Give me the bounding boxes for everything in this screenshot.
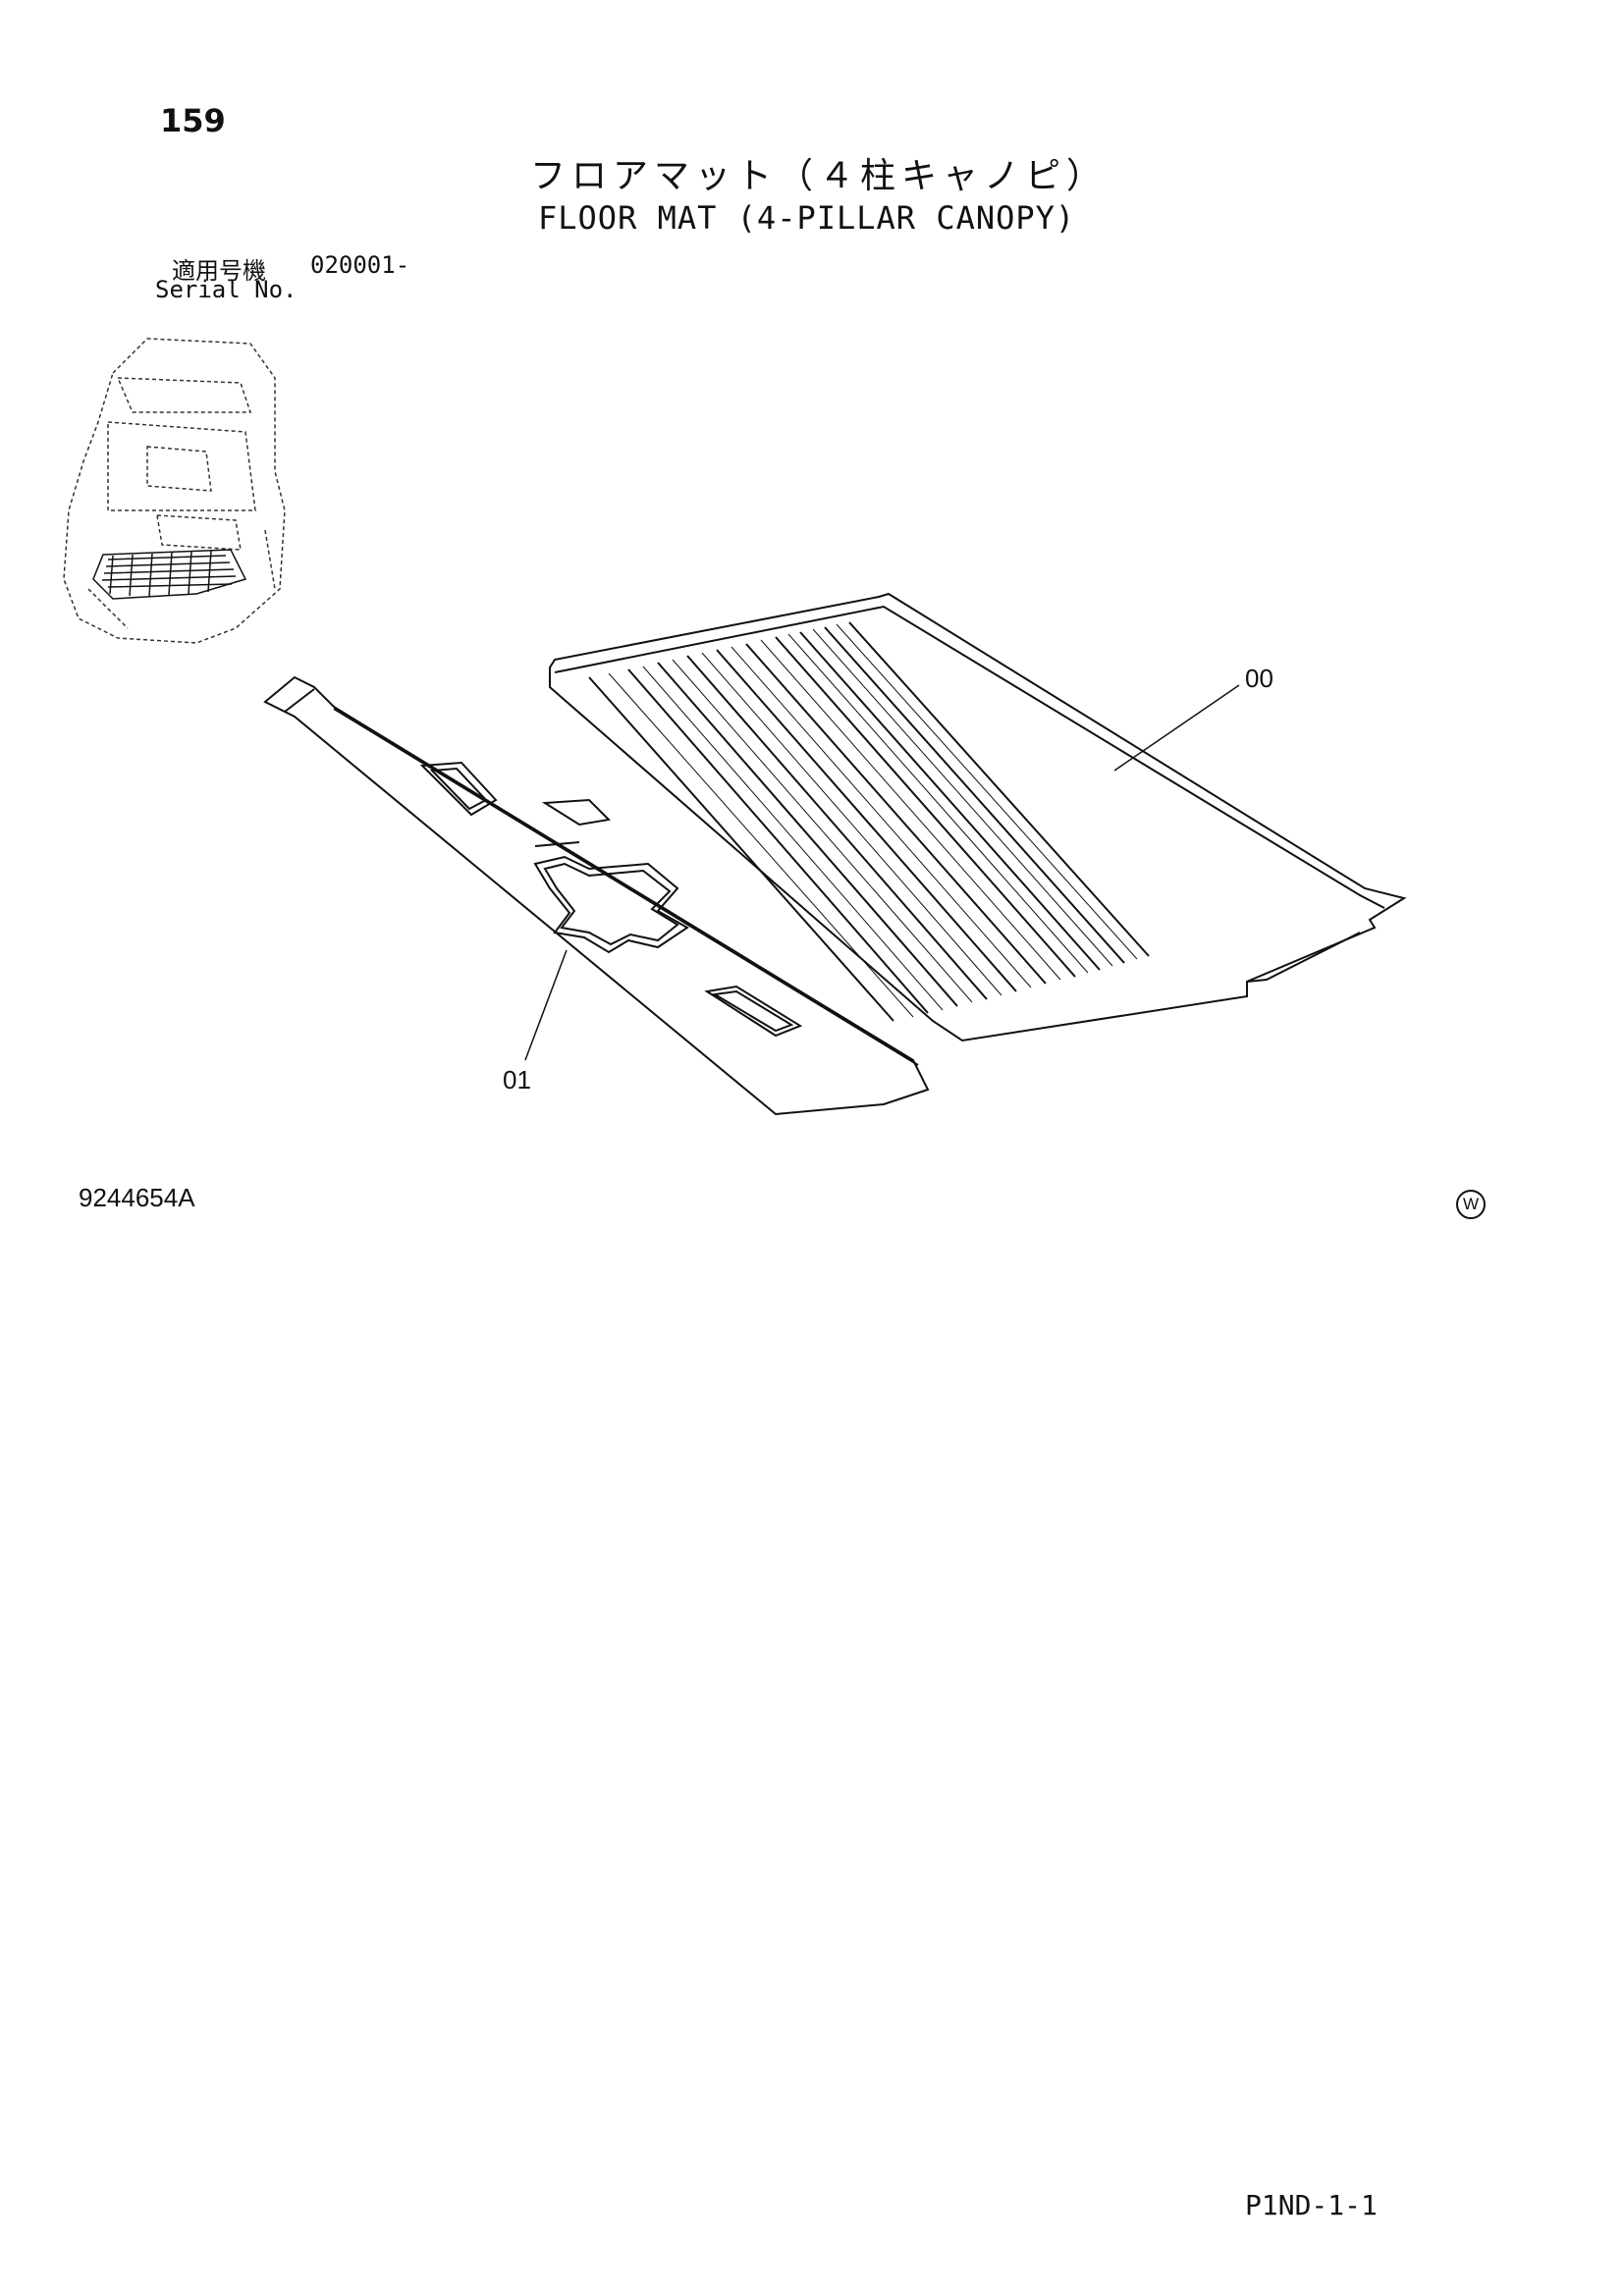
serial-label-japanese: 適用号機 <box>172 257 266 285</box>
serial-label-english: Serial No. <box>155 276 298 303</box>
cab-location-thumbnail <box>63 338 286 644</box>
page-title-english: FLOOR MAT (4-PILLAR CANOPY) <box>538 199 1076 237</box>
thumbnail-mat-highlight <box>92 549 247 600</box>
drawing-number: 9244654A <box>79 1183 195 1212</box>
page-title-japanese: フロアマット（４柱キャノピ） <box>530 156 1109 196</box>
w-circle-mark: W <box>1456 1190 1486 1219</box>
leader-lines <box>524 684 1240 1061</box>
serial-number: 020001- <box>310 251 410 279</box>
floor-mat-main <box>549 592 1407 1042</box>
page-number: 159 <box>160 102 226 139</box>
callout-part-00: 00 <box>1245 664 1273 693</box>
callout-part-01: 01 <box>503 1065 531 1095</box>
floor-mat-front <box>263 675 930 1116</box>
footer-code: P1ND-1-1 <box>1245 2189 1378 2221</box>
